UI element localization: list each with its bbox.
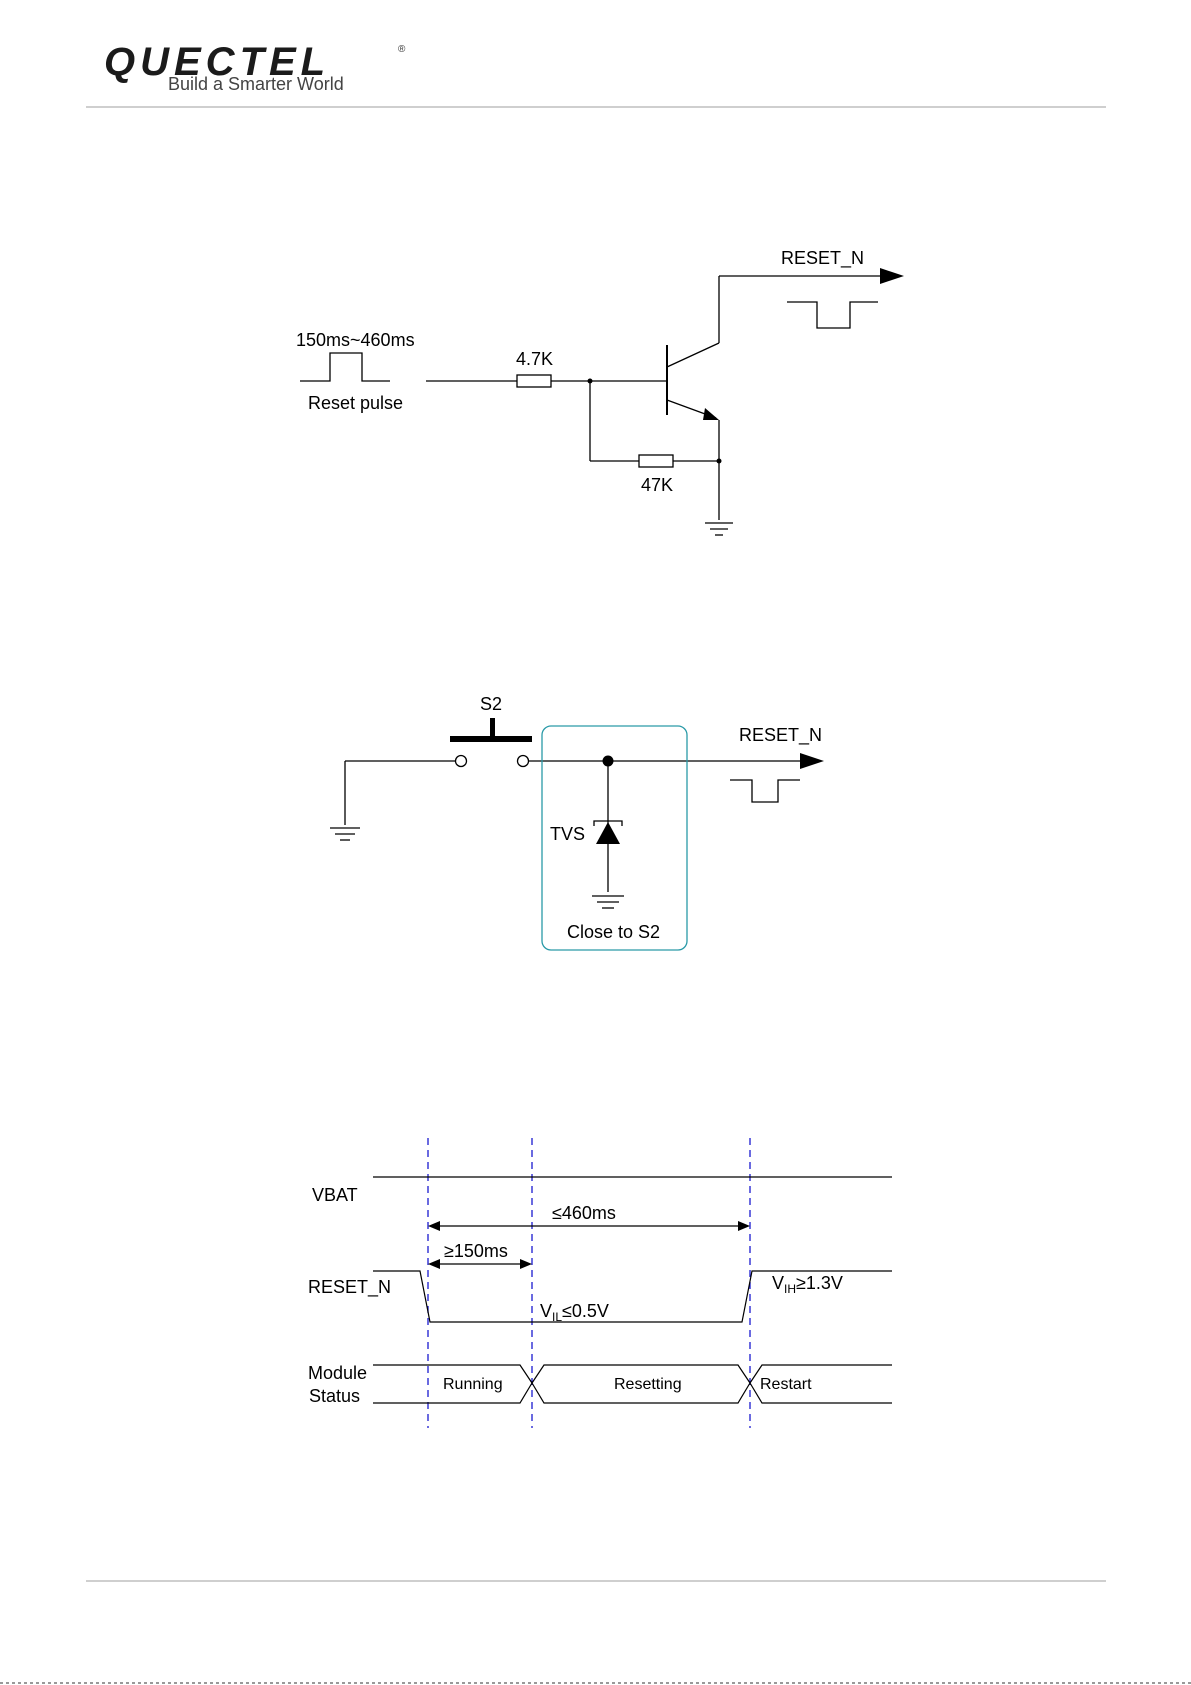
resistor-47k (639, 455, 673, 467)
resistor-4-7k (517, 375, 551, 387)
state-resetting: Resetting (614, 1376, 682, 1393)
header-divider (86, 106, 1106, 108)
resistor-4-7k-label: 4.7K (516, 349, 553, 369)
switch-label: S2 (480, 694, 502, 714)
vih-label: VIH≥1.3V (772, 1273, 843, 1296)
reset-transistor-circuit: 150ms~460ms Reset pulse 4.7K 47K RESET_N (0, 230, 1191, 550)
pulse-timing-label: 150ms~460ms (296, 330, 415, 350)
module-label: Module (308, 1363, 367, 1383)
reset-pulse-waveform (300, 353, 390, 381)
reset-pulse-label: Reset pulse (308, 393, 403, 413)
tvs-diode-icon (596, 822, 620, 844)
reset-button-circuit: S2 RESET_N TVS Close to S2 (0, 690, 1191, 960)
status-label: Status (309, 1386, 360, 1406)
tvs-label: TVS (550, 824, 585, 844)
switch-contact-left (456, 756, 467, 767)
emitter-arrow (703, 408, 719, 420)
reset-n-timing-label: RESET_N (308, 1277, 391, 1298)
logo-tagline: Build a Smarter World (168, 74, 344, 95)
logo-registered-mark: ® (398, 44, 405, 55)
page-bottom-edge (0, 1682, 1191, 1684)
vil-label: VIL≤0.5V (540, 1301, 609, 1324)
reset-output-waveform-2 (730, 780, 800, 802)
quectel-logo: QUECTEL ® Build a Smarter World (104, 40, 424, 96)
output-arrow-icon-2 (800, 753, 824, 769)
close-to-s2-label: Close to S2 (567, 922, 660, 942)
reset-timing-diagram: VBAT RESET_N Module Status ≤460ms ≥150ms… (0, 1130, 1191, 1440)
output-arrow-icon (880, 268, 904, 284)
reset-n-label-1: RESET_N (781, 248, 864, 269)
vbat-label: VBAT (312, 1185, 358, 1205)
reset-n-label-2: RESET_N (739, 725, 822, 746)
min-time-label: ≥150ms (444, 1241, 508, 1261)
resistor-47k-label: 47K (641, 475, 673, 495)
switch-contact-right (518, 756, 529, 767)
state-running: Running (443, 1376, 503, 1393)
footer-divider (86, 1580, 1106, 1582)
max-time-label: ≤460ms (552, 1203, 616, 1223)
state-restart: Restart (760, 1376, 812, 1393)
reset-output-waveform (787, 302, 878, 328)
